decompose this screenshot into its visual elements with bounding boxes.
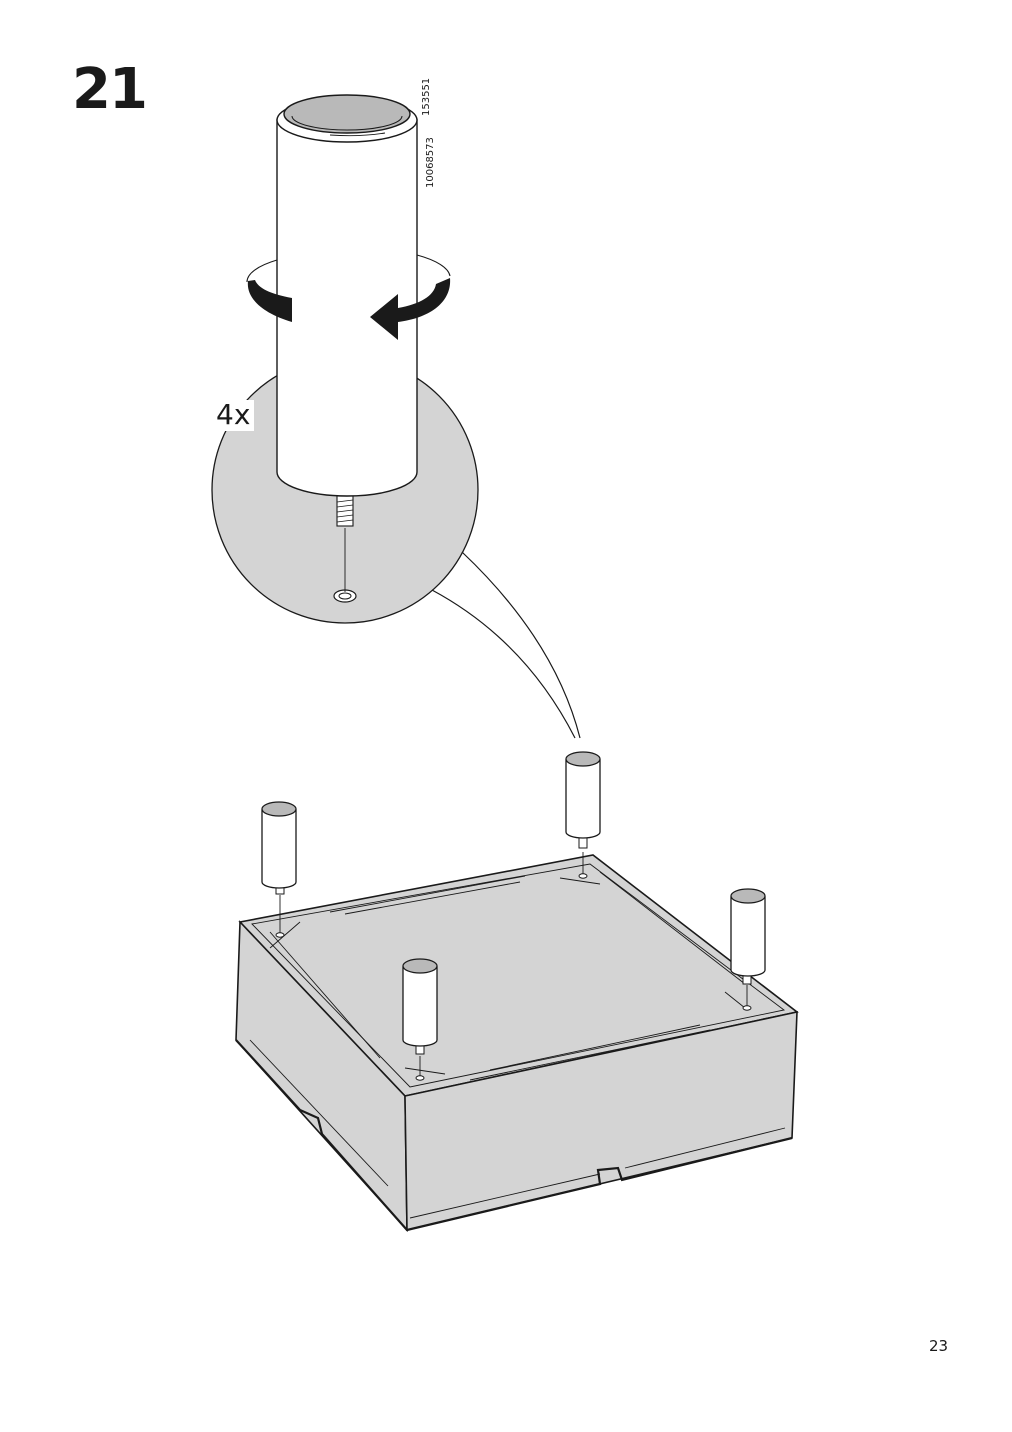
quantity-label: 4x	[214, 399, 255, 431]
leg-large	[276, 94, 418, 497]
frame-box	[235, 854, 799, 1233]
page-number: 23	[929, 1337, 949, 1355]
leg-small-front-right	[730, 888, 766, 1006]
leg-small-back-right	[565, 751, 601, 874]
step-number: 21	[72, 57, 148, 122]
part-code-primary: 153551	[421, 77, 432, 116]
rotate-clockwise-arrow-icon	[246, 254, 451, 340]
part-code-secondary: 10068573	[425, 137, 436, 188]
leg-small-back-left	[261, 801, 297, 933]
leg-small-front-left	[402, 958, 438, 1076]
